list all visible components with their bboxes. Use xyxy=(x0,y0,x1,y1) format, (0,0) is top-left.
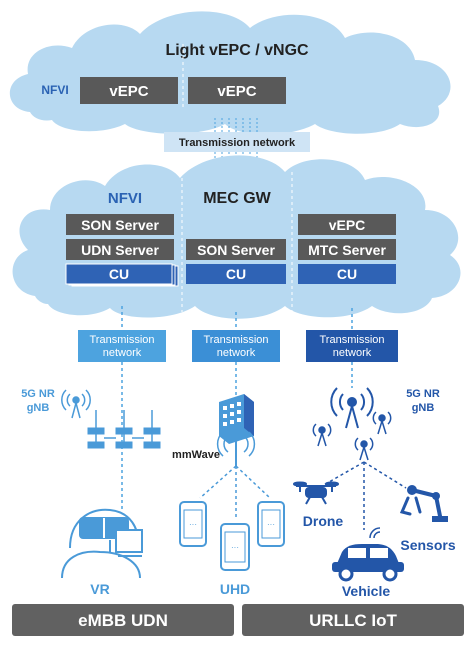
transmission-label-2b: network xyxy=(217,347,256,359)
mtc-server-box xyxy=(298,239,396,260)
cu-label-2: CU xyxy=(226,266,246,282)
antenna-icon xyxy=(61,389,91,419)
son-server-label-1: SON Server xyxy=(81,217,159,233)
small-antenna-icon-left xyxy=(312,423,332,447)
svg-text:···: ··· xyxy=(189,520,197,529)
phone-icon-2: ··· xyxy=(220,523,250,571)
top-cloud: Light vEPC / vNGC NFVI vEPC vEPC xyxy=(9,11,451,135)
drone-label: Drone xyxy=(303,513,344,529)
mec-nfvi-label: NFVI xyxy=(108,190,142,207)
robot-arm-icon xyxy=(399,485,448,522)
uhd-links xyxy=(199,465,271,520)
svg-text:···: ··· xyxy=(231,543,239,552)
mtc-server-label: MTC Server xyxy=(308,242,386,258)
left-gnb-label-2: gNB xyxy=(27,402,50,414)
mmwave-building-icon xyxy=(216,394,256,466)
transmission-label-1a: Transmission xyxy=(90,334,155,346)
cu-box-1 xyxy=(65,263,173,285)
transmission-box-top xyxy=(164,132,310,152)
right-gnb-label-1: 5G NR xyxy=(406,388,440,400)
top-vepc-box-2 xyxy=(188,77,286,104)
udn-server-box xyxy=(66,239,174,260)
footer-urllc-iot xyxy=(242,604,464,636)
uhd-label: UHD xyxy=(220,581,250,597)
transmission-label-1b: network xyxy=(103,347,142,359)
transmission-box-3 xyxy=(306,330,398,362)
transmission-label-3a: Transmission xyxy=(320,334,385,346)
son-server-box-1 xyxy=(66,214,174,235)
vr-user-icon xyxy=(61,508,143,579)
vehicle-icon xyxy=(332,527,404,582)
mec-to-tn-connectors xyxy=(121,306,353,330)
vehicle-label: Vehicle xyxy=(342,583,390,599)
mec-cloud-shape xyxy=(12,155,461,319)
top-cloud-shape xyxy=(9,11,451,135)
mec-cloud: MEC GW NFVI SON Server UDN Server CU SON… xyxy=(12,155,461,319)
transmission-top-label: Transmission network xyxy=(179,137,296,149)
footer-urllc-iot-label: URLLC IoT xyxy=(309,611,397,630)
vr-label: VR xyxy=(90,581,109,597)
top-nfvi-label: NFVI xyxy=(41,83,68,97)
top-cloud-title: Light vEPC / vNGC xyxy=(165,42,309,59)
mmwave-label: mmWave xyxy=(172,449,220,461)
vepc-box-mec xyxy=(298,214,396,235)
small-antenna-icon-right xyxy=(372,411,392,435)
top-vepc-box-1 xyxy=(80,77,178,104)
footer-embb-udn-label: eMBB UDN xyxy=(78,611,168,630)
sensors-label: Sensors xyxy=(400,537,455,553)
top-vepc-label-2: vEPC xyxy=(217,83,256,100)
cu-label-3: CU xyxy=(337,266,357,282)
left-gnb-label-1: 5G NR xyxy=(21,388,55,400)
transmission-box-1 xyxy=(78,330,166,362)
phone-icon-3: ··· xyxy=(257,501,285,547)
tn-down-connectors xyxy=(121,362,353,510)
footer-embb-udn xyxy=(12,604,234,636)
transmission-label-2a: Transmission xyxy=(204,334,269,346)
vepc-label-mec: vEPC xyxy=(329,217,366,233)
mec-cloud-title: MEC GW xyxy=(203,190,271,207)
drone-icon xyxy=(293,481,339,505)
top-vepc-label-1: vEPC xyxy=(109,83,148,100)
right-gnb-label-2: gNB xyxy=(412,402,435,414)
svg-text:···: ··· xyxy=(267,520,275,529)
cu-label-1: CU xyxy=(109,266,129,282)
son-server-box-2 xyxy=(186,239,286,260)
iot-links xyxy=(321,461,407,530)
transmission-box-2 xyxy=(192,330,280,362)
transmission-label-3b: network xyxy=(333,347,372,359)
phone-icon-1: ··· xyxy=(179,501,207,547)
cu-box-3 xyxy=(298,264,396,284)
cu-box-2 xyxy=(186,264,286,284)
son-server-label-2: SON Server xyxy=(197,242,275,258)
small-cell-grid-icon xyxy=(87,410,161,449)
small-antenna-icon-bottom xyxy=(354,437,374,461)
udn-server-label: UDN Server xyxy=(81,242,159,258)
macro-antenna-icon xyxy=(330,387,374,429)
